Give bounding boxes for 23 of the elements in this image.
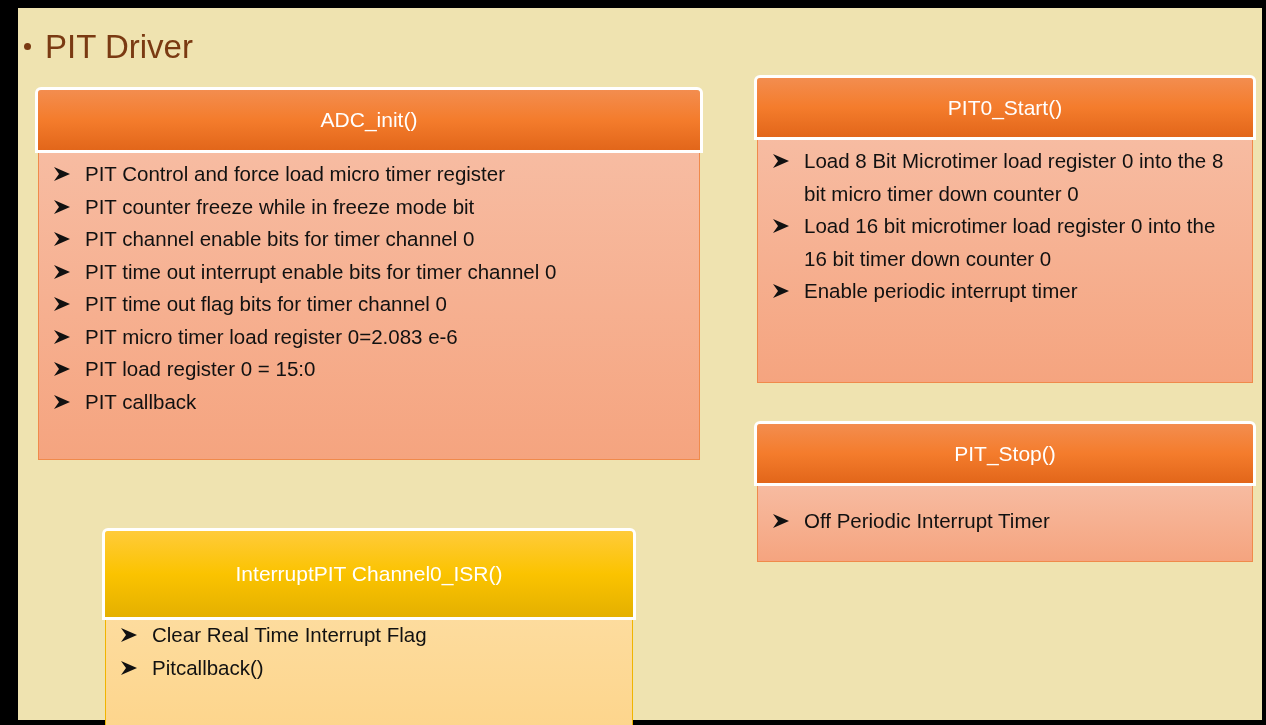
list-item: PIT time out flag bits for timer channel 0 [85, 291, 447, 317]
slide-title: PIT Driver [45, 30, 193, 63]
function-card [38, 90, 700, 460]
list-item: PIT channel enable bits for timer channel 0 [85, 226, 475, 252]
list-item: Load 8 Bit Microtimer load register 0 into the 8 bit micro timer down counter 0 [804, 148, 1225, 207]
list-item: Pitcallback() [152, 654, 264, 681]
function-name: ADC_init() [320, 108, 418, 132]
list-item: PIT micro timer load register 0=2.083 e-6 [85, 323, 458, 350]
list-item: PIT callback [85, 388, 197, 415]
list-item: PIT time out interrupt enable bits for timer channel 0 [85, 258, 557, 285]
function-card [757, 78, 1253, 383]
list-item: PIT counter freeze while in freeze mode bit [85, 193, 475, 220]
list-item: PIT Control and force load micro timer register [85, 161, 506, 187]
function-card [105, 531, 633, 725]
function-name: InterruptPIT Channel0_ISR() [235, 562, 503, 586]
function-name: PIT0_Start() [947, 95, 1063, 120]
list-item: Off Periodic Interrupt Timer [804, 508, 1050, 534]
list-item: PIT load register 0 = 15:0 [85, 356, 316, 382]
list-item: Enable periodic interrupt timer [804, 278, 1078, 304]
function-card [757, 424, 1253, 562]
list-item: Load 16 bit microtimer load register 0 into the 16 bit timer down counter 0 [804, 213, 1217, 272]
list-item: Clear Real Time Interrupt Flag [152, 622, 427, 648]
function-name: PIT_Stop() [954, 441, 1056, 466]
